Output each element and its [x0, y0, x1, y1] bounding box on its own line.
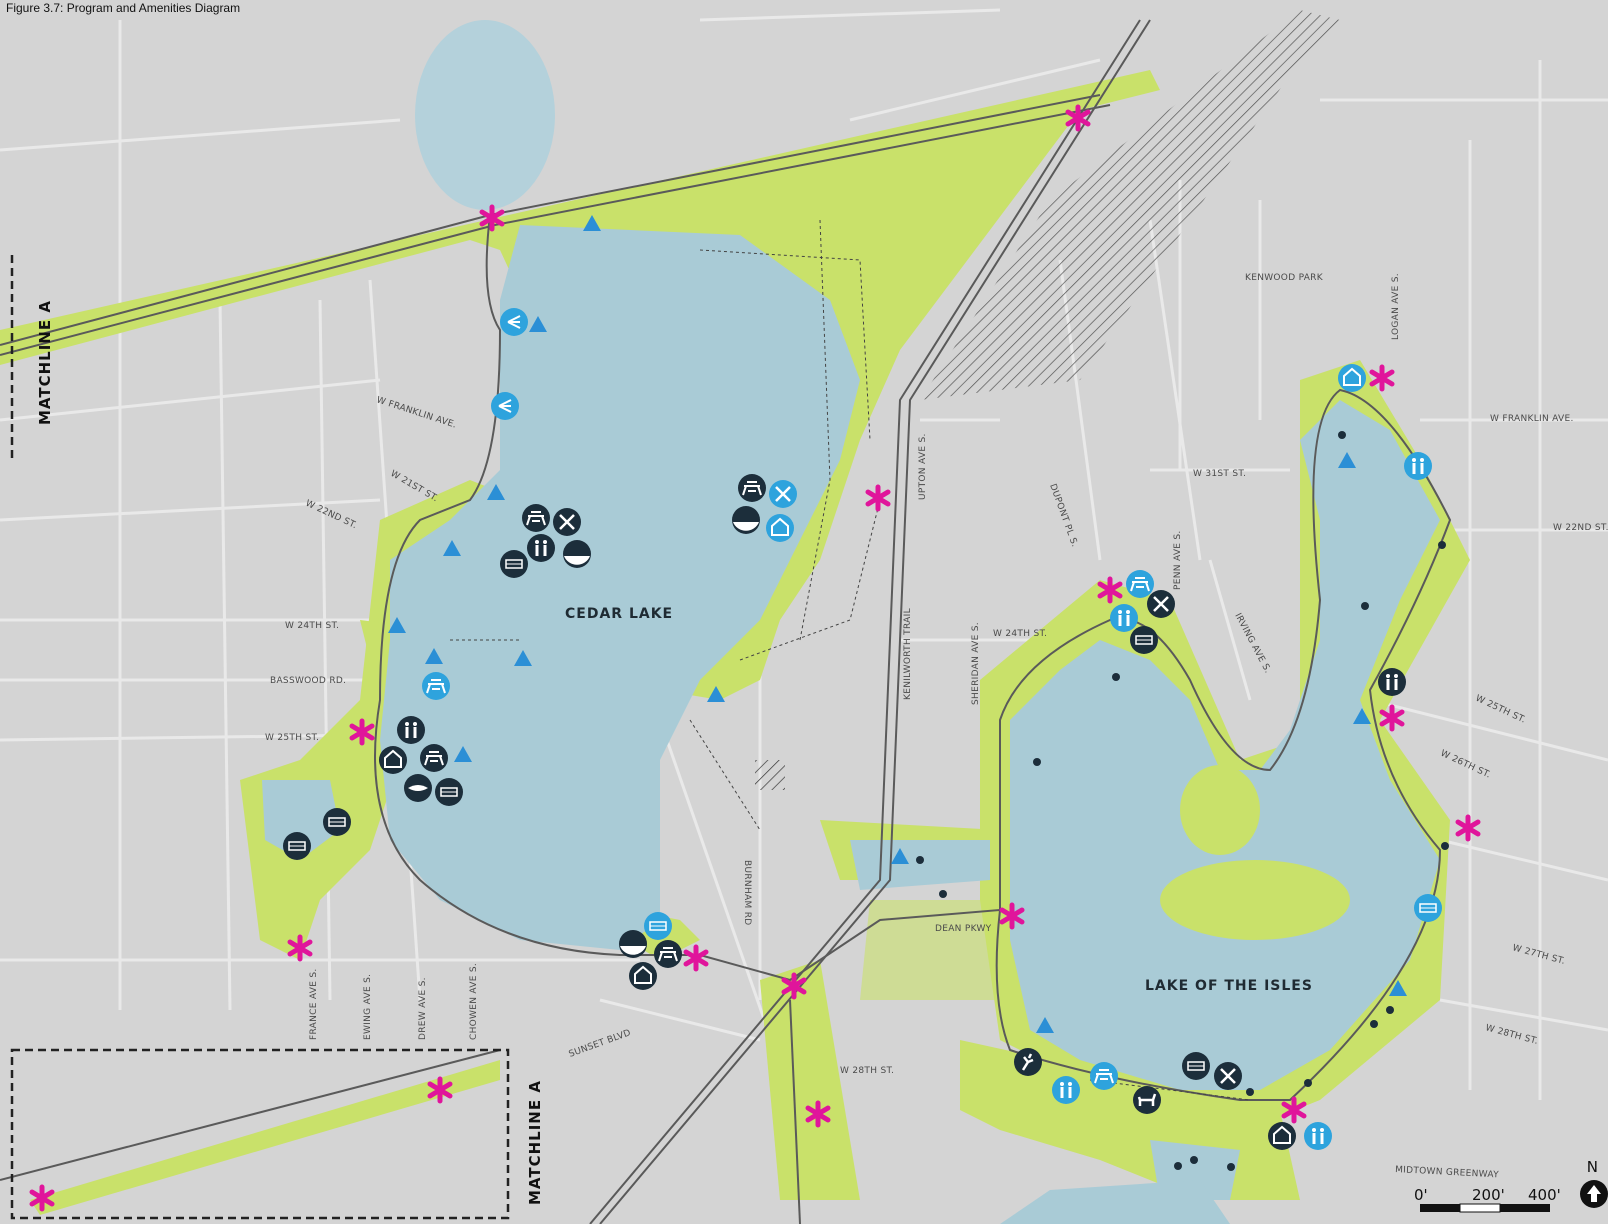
- inset-box: [10, 1048, 510, 1220]
- label-franklin-right: W FRANKLIN AVE.: [1490, 414, 1574, 424]
- north-arrow-icon: [1580, 1180, 1608, 1208]
- island-south: [1160, 860, 1350, 940]
- shelter-icon: [1338, 364, 1366, 392]
- restroom-icon: [1404, 452, 1432, 480]
- picnic-icon: [1090, 1062, 1118, 1090]
- scale-zero: 0': [1414, 1186, 1428, 1204]
- swim-icon: [619, 930, 647, 958]
- hatch-small: [755, 760, 785, 790]
- restroom-icon: [1304, 1122, 1332, 1150]
- trails: [0, 19, 1452, 1224]
- rail-hatch: [920, 10, 1340, 400]
- canoe-icon: [769, 480, 797, 508]
- label-sheridan: SHERIDAN AVE S.: [971, 622, 981, 705]
- label-dean: DEAN PKWY: [935, 924, 992, 934]
- scale-max: 400': [1528, 1186, 1561, 1204]
- swim-icon: [732, 506, 760, 534]
- matchline-bottom: MATCHLINE A: [526, 1080, 544, 1205]
- overlook-icon: [500, 308, 528, 336]
- label-24th-left: W 24TH ST.: [285, 621, 339, 631]
- picnic-icon: [522, 504, 550, 532]
- label-22nd-right: W 22ND ST.: [1553, 523, 1608, 533]
- bench-dots: [916, 431, 1449, 1171]
- dock-icon: [1130, 626, 1158, 654]
- bde-maka-ska-water: [1000, 1180, 1230, 1224]
- canoe-icon: [1147, 590, 1175, 618]
- restroom-icon: [1378, 668, 1406, 696]
- scale-mid: 200': [1472, 1186, 1505, 1204]
- label-ewing: EWING AVE S.: [363, 974, 373, 1040]
- restroom-icon: [527, 534, 555, 562]
- label-burnham: BURNHAM RD: [742, 860, 752, 925]
- shelter-icon: [766, 514, 794, 542]
- restroom-icon: [397, 716, 425, 744]
- scale-bar: 0' 200' 400': [1414, 1186, 1561, 1213]
- north-label: N: [1587, 1158, 1598, 1176]
- channel-water: [850, 840, 990, 890]
- dock-icon: [644, 912, 672, 940]
- amenity-icons-light: [422, 308, 1442, 1150]
- isles-lake-label: LAKE OF THE ISLES: [1145, 978, 1313, 994]
- dock-icon: [283, 832, 311, 860]
- dock-icon: [323, 808, 351, 836]
- overlook-icon: [491, 392, 519, 420]
- label-chowen: CHOWEN AVE S.: [469, 963, 479, 1040]
- label-basswood: BASSWOOD RD.: [270, 676, 346, 686]
- access-points: [388, 215, 1407, 1033]
- matchline-left: MATCHLINE A: [36, 300, 54, 425]
- island-north: [1180, 765, 1260, 855]
- label-31st: W 31ST ST.: [1193, 469, 1246, 479]
- label-kenilworth: KENILWORTH TRAIL: [903, 608, 913, 700]
- label-24th-mid: W 24TH ST.: [993, 629, 1047, 639]
- shelter-icon: [1268, 1122, 1296, 1150]
- soft-paths: [450, 219, 1251, 1101]
- swim-icon: [563, 540, 591, 568]
- dock-icon: [1182, 1052, 1210, 1080]
- restroom-icon: [1110, 604, 1138, 632]
- fishing-icon: [404, 774, 432, 802]
- amenity-icons-dark: [283, 474, 1406, 1150]
- dock-icon: [1414, 894, 1442, 922]
- picnic-icon: [420, 744, 448, 772]
- picnic-icon: [654, 940, 682, 968]
- run-icon: [1014, 1048, 1042, 1076]
- label-upton: UPTON AVE S.: [918, 433, 928, 500]
- cedar-lake-label: CEDAR LAKE: [565, 606, 673, 622]
- picnic-icon: [738, 474, 766, 502]
- label-france: FRANCE AVE S.: [309, 968, 319, 1040]
- canoe-icon: [553, 508, 581, 536]
- dog-icon: [1133, 1086, 1161, 1114]
- west-pond: [262, 780, 340, 860]
- dock-icon: [500, 550, 528, 578]
- picnic-icon: [1126, 570, 1154, 598]
- shelter-icon: [379, 746, 407, 774]
- figure-title: Figure 3.7: Program and Amenities Diagra…: [6, 1, 240, 15]
- restroom-icon: [1052, 1076, 1080, 1104]
- label-28th: W 28TH ST.: [840, 1066, 894, 1076]
- label-logan: LOGAN AVE S.: [1391, 273, 1401, 340]
- shelter-icon: [629, 962, 657, 990]
- label-drew: DREW AVE S.: [418, 977, 428, 1040]
- canoe-icon: [1214, 1062, 1242, 1090]
- label-kenwood-park: KENWOOD PARK: [1245, 273, 1324, 283]
- picnic-icon: [422, 672, 450, 700]
- label-25th-left: W 25TH ST.: [265, 733, 319, 743]
- north-pond: [415, 20, 555, 210]
- dock-icon: [435, 778, 463, 806]
- gateways: [29, 104, 1481, 1212]
- label-penn: PENN AVE S.: [1173, 530, 1183, 590]
